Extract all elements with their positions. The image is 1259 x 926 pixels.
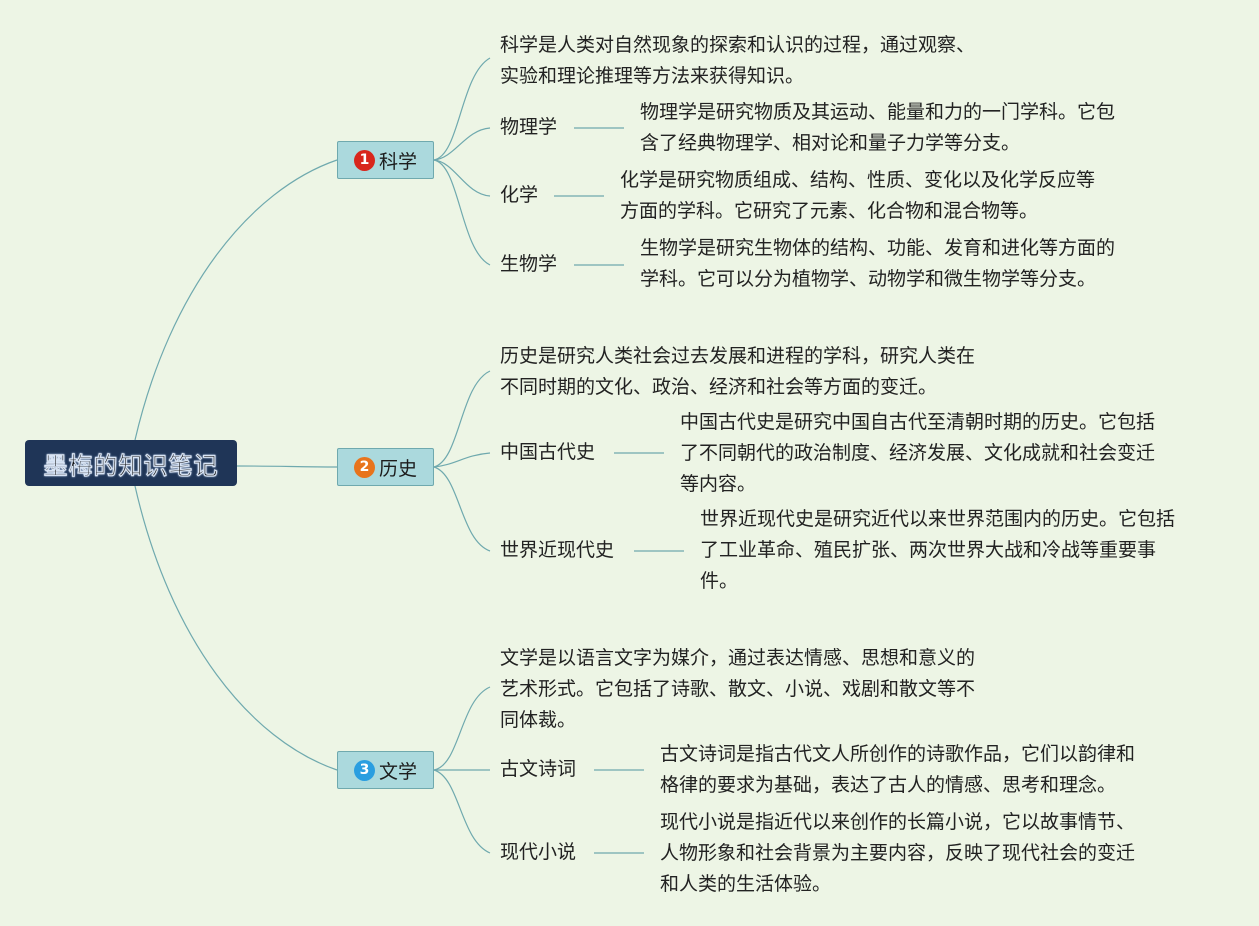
connector-history-ancient xyxy=(433,452,491,468)
connector-root-literature xyxy=(134,485,338,771)
connector-root-science xyxy=(134,159,338,441)
connector-science-physics xyxy=(433,127,491,161)
connector-literature-summary xyxy=(433,686,491,771)
ancient-chinese-history-description[interactable]: 中国古代史是研究中国自古代至清朝时期的历史。它包括 了不同朝代的政治制度、经济发… xyxy=(680,411,1156,495)
connector-science-chemistry xyxy=(433,159,491,197)
subtopic-chemistry[interactable]: 化学 xyxy=(500,184,539,206)
topic-literature[interactable]: 3 文学 xyxy=(337,751,434,789)
topic-science[interactable]: 1 科学 xyxy=(337,141,434,179)
subtopic-classical-poetry[interactable]: 古文诗词 xyxy=(500,758,577,780)
number-1-badge-icon: 1 xyxy=(353,149,375,171)
connector-science-summary xyxy=(433,57,491,161)
connector-literature-novel xyxy=(433,769,491,854)
subtopic-modern-world-history[interactable]: 世界近现代史 xyxy=(500,539,615,561)
biology-description[interactable]: 生物学是研究生物体的结构、功能、发育和进化等方面的 学科。它可以分为植物学、动物… xyxy=(640,237,1116,290)
connector-history-summary xyxy=(433,370,491,468)
number-2-badge-icon: 2 xyxy=(353,456,375,478)
subtopic-physics[interactable]: 物理学 xyxy=(500,116,558,138)
history-summary[interactable]: 历史是研究人类社会过去发展和进程的学科，研究人类在 不同时期的文化、政治、经济和… xyxy=(500,345,976,398)
root-title: 墨梅的知识笔记 xyxy=(43,451,219,480)
chemistry-description[interactable]: 化学是研究物质组成、结构、性质、变化以及化学反应等 方面的学科。它研究了元素、化… xyxy=(620,169,1096,222)
topic-label: 科学 xyxy=(378,150,417,173)
connector-science-biology xyxy=(433,159,491,266)
connector-history-modern xyxy=(433,466,491,552)
topic-label: 历史 xyxy=(378,457,417,480)
classical-poetry-description[interactable]: 古文诗词是指古代文人所创作的诗歌作品，它们以韵律和 格律的要求为基础，表达了古人… xyxy=(660,743,1136,796)
connector-root-history xyxy=(236,465,338,468)
subtopic-modern-novel[interactable]: 现代小说 xyxy=(500,841,577,863)
science-summary[interactable]: 科学是人类对自然现象的探索和认识的过程，通过观察、 实验和理论推理等方法来获得知… xyxy=(500,34,976,87)
root-node[interactable]: 墨梅的知识笔记 xyxy=(25,440,237,486)
modern-world-history-description[interactable]: 世界近现代史是研究近代以来世界范围内的历史。它包括 了工业革命、殖民扩张、两次世… xyxy=(700,508,1176,592)
literature-summary[interactable]: 文学是以语言文字为媒介，通过表达情感、思想和意义的 艺术形式。它包括了诗歌、散文… xyxy=(500,647,976,731)
physics-description[interactable]: 物理学是研究物质及其运动、能量和力的一门学科。它包 含了经典物理学、相对论和量子… xyxy=(640,101,1116,154)
subtopic-ancient-chinese-history[interactable]: 中国古代史 xyxy=(500,441,596,463)
modern-novel-description[interactable]: 现代小说是指近代以来创作的长篇小说，它以故事情节、 人物形象和社会背景为主要内容… xyxy=(660,811,1136,895)
topic-history[interactable]: 2 历史 xyxy=(337,448,434,486)
subtopic-biology[interactable]: 生物学 xyxy=(500,253,558,275)
number-3-badge-icon: 3 xyxy=(353,759,375,781)
topic-label: 文学 xyxy=(378,760,417,783)
